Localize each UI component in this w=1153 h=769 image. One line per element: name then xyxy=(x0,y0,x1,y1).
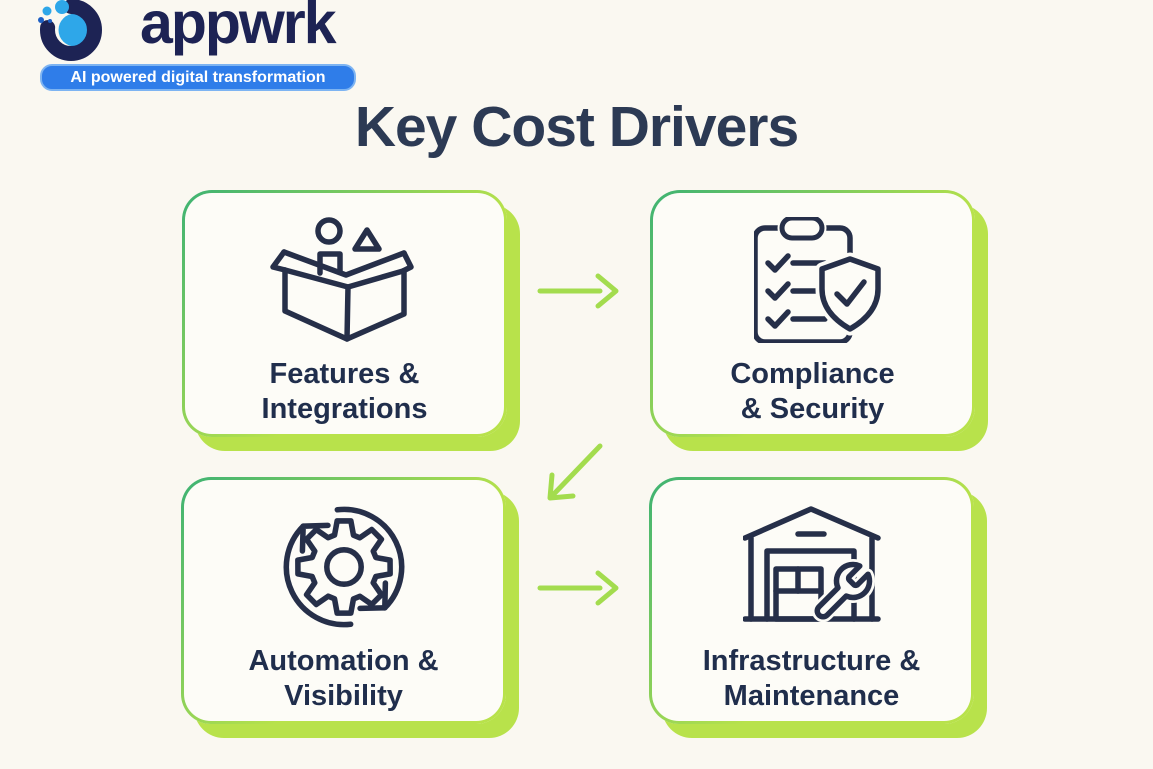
page-title: Key Cost Drivers xyxy=(354,95,799,159)
card-compliance-security: Compliance & Security xyxy=(650,190,975,437)
wrench-icon xyxy=(811,559,875,623)
clipboard-checklist-shield-icon xyxy=(753,205,882,355)
arrow-right-features-to-compliance xyxy=(537,273,619,309)
card-label: Infrastructure & Maintenance xyxy=(702,645,921,712)
card-label: Compliance & Security xyxy=(730,358,895,425)
card-infrastructure-maintenance: Infrastructure & Maintenance xyxy=(649,477,974,724)
card-label: Features & Integrations xyxy=(261,358,428,425)
arrow-down-left-compliance-to-automation xyxy=(547,443,603,501)
card-features-integrations: Features & Integrations xyxy=(182,190,507,437)
card-automation-visibility: Automation & Visibility xyxy=(181,477,506,724)
open-box-icon xyxy=(269,205,420,355)
warehouse-wrench-icon xyxy=(742,492,881,642)
card-label: Automation & Visibility xyxy=(248,645,439,712)
gear-sync-arrows-icon xyxy=(283,492,405,642)
tagline-banner: AI powered digital transformation xyxy=(40,64,356,91)
arrow-right-automation-to-infrastructure xyxy=(537,570,619,606)
brand-name: appwrk xyxy=(140,0,337,56)
appwrk-logo-icon xyxy=(38,0,102,61)
tagline-text: AI powered digital transformation xyxy=(70,68,326,86)
shield-check-icon xyxy=(815,252,882,336)
